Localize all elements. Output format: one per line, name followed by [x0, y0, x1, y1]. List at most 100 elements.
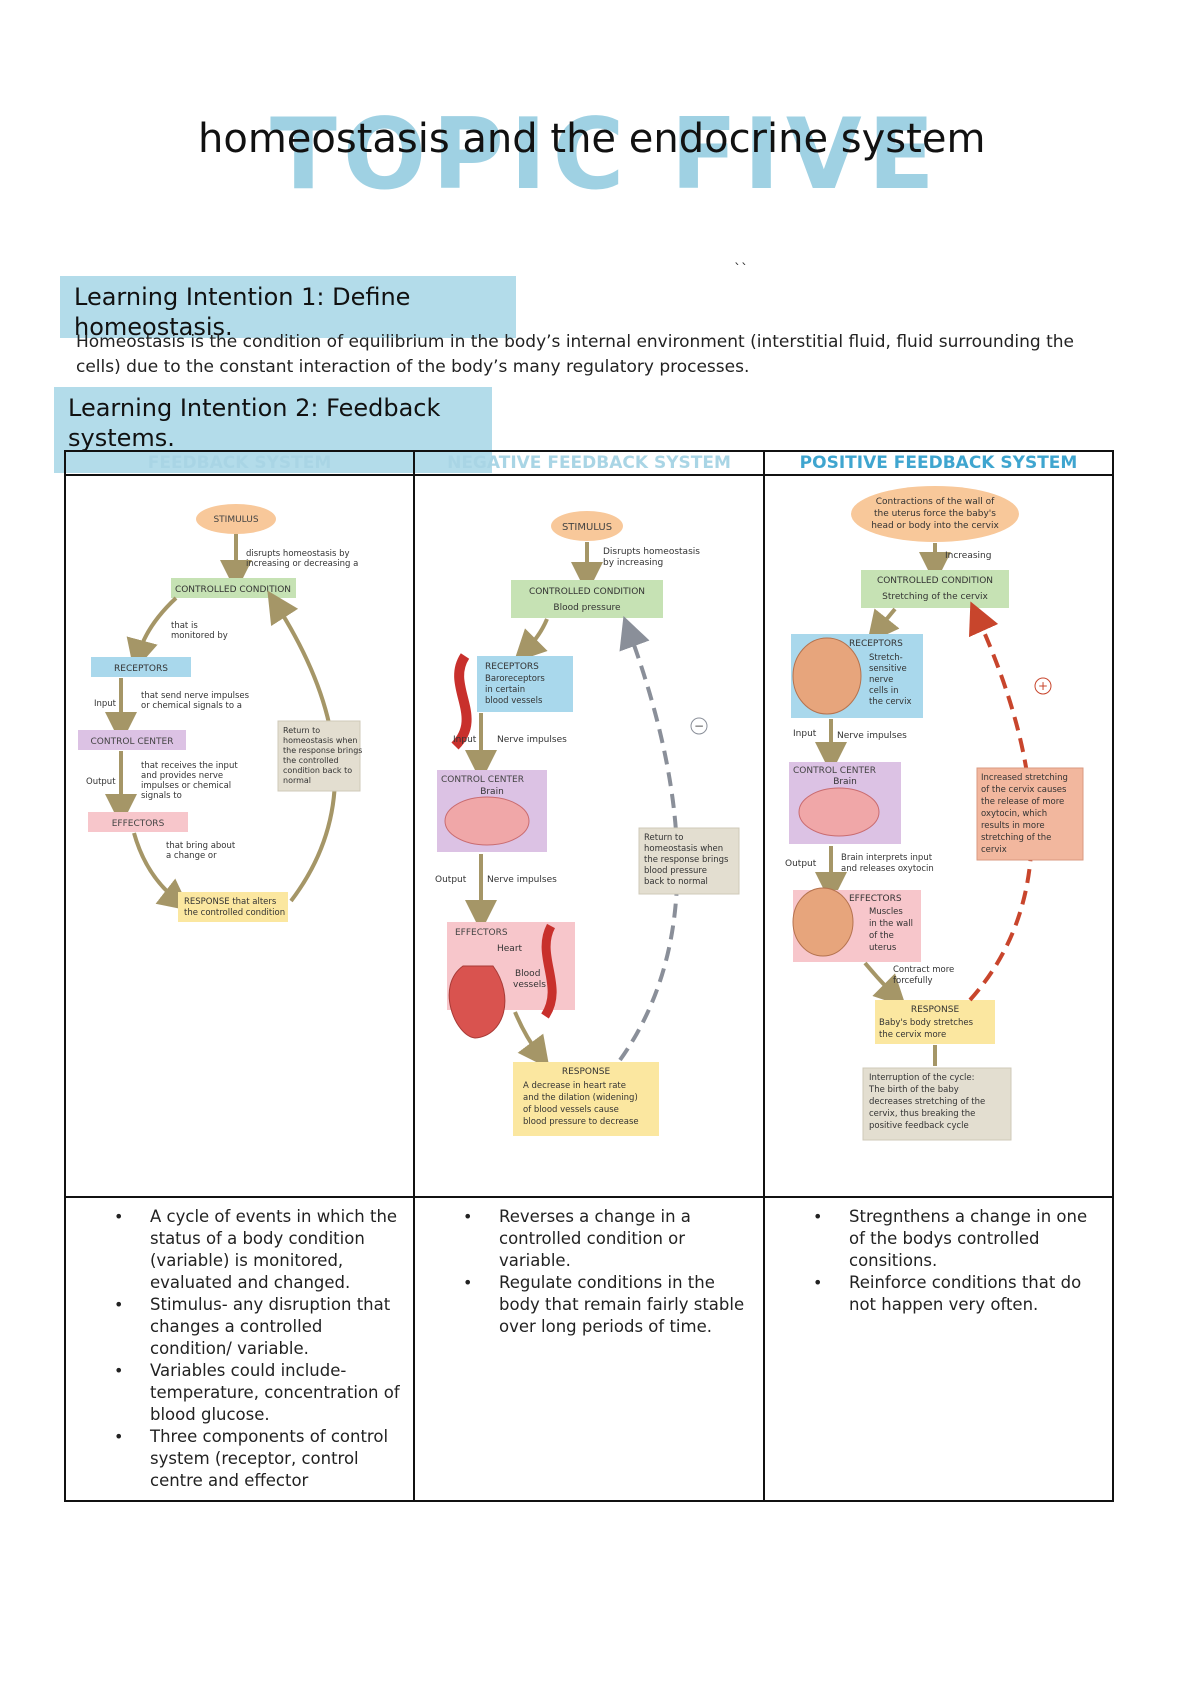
- receives-text-3: impulses or chemical: [141, 781, 231, 791]
- output-label: Output: [785, 859, 817, 869]
- receptors-sub-2: in certain: [485, 685, 525, 695]
- arrow-to-receptors: [126, 596, 178, 672]
- disrupts-text-2: by increasing: [603, 558, 663, 568]
- return-box: [638, 827, 740, 895]
- disrupts-text-1: Disrupts homeostasis: [603, 547, 700, 557]
- loop-text-6: stretching of the: [981, 833, 1051, 843]
- list-item: Reverses a change in a controlled condit…: [463, 1206, 759, 1272]
- receptors-sub-1: Stretch-: [869, 653, 903, 663]
- blood-pressure-label: Blood pressure: [553, 603, 621, 613]
- disrupts-text-2: increasing or decreasing a: [246, 559, 358, 569]
- response-sub-2: and the dilation (widening): [523, 1093, 638, 1103]
- loop-box: [976, 767, 1084, 861]
- response-box: [513, 1062, 659, 1136]
- effectors-sub-3: of the: [869, 931, 894, 941]
- negative-sign: −: [694, 719, 704, 733]
- return-text-1: Return to: [283, 726, 320, 735]
- input-label: Input: [453, 735, 477, 745]
- stimulus-text-2: the uterus force the baby's: [874, 509, 996, 519]
- response-sub-2: the cervix more: [879, 1030, 946, 1040]
- return-text-1: Return to: [644, 833, 683, 843]
- receptors-label: RECEPTORS: [849, 639, 903, 649]
- input-label: Input: [94, 699, 117, 709]
- stimulus-label: STIMULUS: [213, 515, 258, 525]
- effectors-sub-1: Muscles: [869, 907, 903, 917]
- controlled-condition-box: [511, 580, 663, 618]
- vessels-label-1: Blood: [515, 969, 540, 979]
- return-text-2: homeostasis when: [283, 736, 358, 745]
- interruption-box: [862, 1067, 1012, 1141]
- negative-feedback-notes: Reverses a change in a controlled condit…: [413, 1196, 765, 1502]
- receptors-label: RECEPTORS: [485, 662, 539, 672]
- brain-illustration: [444, 796, 530, 846]
- response-sub-1: Baby's body stretches: [879, 1018, 974, 1028]
- return-text-3: the response brings: [644, 855, 729, 865]
- loop-text-3: the release of more: [981, 797, 1064, 807]
- return-text-2: homeostasis when: [644, 844, 723, 854]
- vessels-label-2: vessels: [513, 980, 546, 990]
- arrow-to-response: [863, 961, 907, 1008]
- contract-text-2: forcefully: [893, 976, 933, 986]
- feedback-table: FEEDBACK SYSTEM NEGATIVE FEEDBACK SYSTEM…: [64, 450, 1114, 1502]
- response-text-1: RESPONSE that alters: [184, 897, 277, 907]
- list-item: A cycle of events in which the status of…: [114, 1206, 409, 1294]
- monitored-text-2: monitored by: [171, 631, 228, 641]
- receptors-sub-4: cells in: [869, 686, 899, 696]
- loop-text-2: of the cervix causes: [981, 785, 1067, 795]
- receives-text-2: and provides nerve: [141, 771, 223, 781]
- control-center-label: CONTROL CENTER: [793, 766, 876, 776]
- negative-feedback-list: Reverses a change in a controlled condit…: [449, 1206, 759, 1338]
- return-text-4: the controlled: [283, 756, 339, 765]
- return-text-3: the response brings: [283, 746, 362, 755]
- output-label: Output: [435, 875, 467, 885]
- contract-text-1: Contract more: [893, 965, 954, 975]
- brain-label: Brain: [833, 777, 857, 787]
- blood-vessel-illustration: [451, 653, 472, 750]
- interruption-text-1: Interruption of the cycle:: [869, 1073, 974, 1083]
- header-feedback-system: FEEDBACK SYSTEM: [64, 450, 415, 476]
- response-sub-1: A decrease in heart rate: [523, 1081, 626, 1091]
- return-text-6: normal: [283, 776, 311, 785]
- topic-watermark: TOPIC FIVE: [270, 98, 941, 212]
- oxytocin-text-1: Brain interprets input: [841, 853, 933, 863]
- nerve-impulses-1: Nerve impulses: [497, 735, 567, 745]
- output-label: Output: [86, 777, 116, 787]
- receptors-sub-3: nerve: [869, 675, 893, 685]
- controlled-condition-box: [171, 578, 296, 598]
- receptors-sub-3: blood vessels: [485, 696, 543, 706]
- loop-text-1: Increased stretching: [981, 773, 1068, 783]
- vessel-illustration: [541, 923, 557, 1019]
- arrow-to-receptors: [513, 618, 549, 663]
- stretching-label: Stretching of the cervix: [882, 592, 988, 602]
- header-positive-feedback: POSITIVE FEEDBACK SYSTEM: [763, 450, 1114, 476]
- effectors-sub-4: uterus: [869, 943, 897, 953]
- positive-feedback-list: Stregnthens a change in one of the bodys…: [799, 1206, 1108, 1316]
- return-text-4: blood pressure: [644, 866, 707, 876]
- nerve-impulses: Nerve impulses: [837, 731, 907, 741]
- interruption-text-4: cervix, thus breaking the: [869, 1109, 975, 1119]
- response-box: [875, 1000, 995, 1044]
- oxytocin-text-2: and releases oxytocin: [841, 864, 934, 874]
- uterus-illustration-2: [792, 887, 854, 957]
- return-box: [277, 720, 361, 792]
- response-sub-3: of blood vessels cause: [523, 1105, 619, 1115]
- receptors-box: [477, 656, 573, 712]
- receptors-sub-1: Baroreceptors: [485, 674, 545, 684]
- arrow-to-receptors: [867, 607, 900, 644]
- positive-feedback-notes: Stregnthens a change in one of the bodys…: [763, 1196, 1114, 1502]
- return-text-5: back to normal: [644, 877, 708, 887]
- interruption-text-5: positive feedback cycle: [869, 1121, 969, 1131]
- control-center-label: CONTROL CENTER: [91, 737, 174, 747]
- uterus-illustration-1: [792, 637, 862, 715]
- negative-feedback-diagram-cell: STIMULUS Disrupts homeostasis by increas…: [413, 474, 765, 1198]
- receives-text-4: signals to: [141, 791, 182, 801]
- response-box: [178, 892, 288, 922]
- homeostasis-definition: Homeostasis is the condition of equilibr…: [76, 332, 1075, 377]
- heart-illustration: [448, 965, 506, 1039]
- effectors-label: EFFECTORS: [455, 928, 508, 938]
- controlled-condition-label: CONTROLLED CONDITION: [175, 585, 291, 595]
- stimulus-ellipse: [851, 486, 1019, 542]
- send-text-1: that send nerve impulses: [141, 691, 250, 701]
- brain-label: Brain: [480, 787, 504, 797]
- effectors-sub-2: in the wall: [869, 919, 913, 929]
